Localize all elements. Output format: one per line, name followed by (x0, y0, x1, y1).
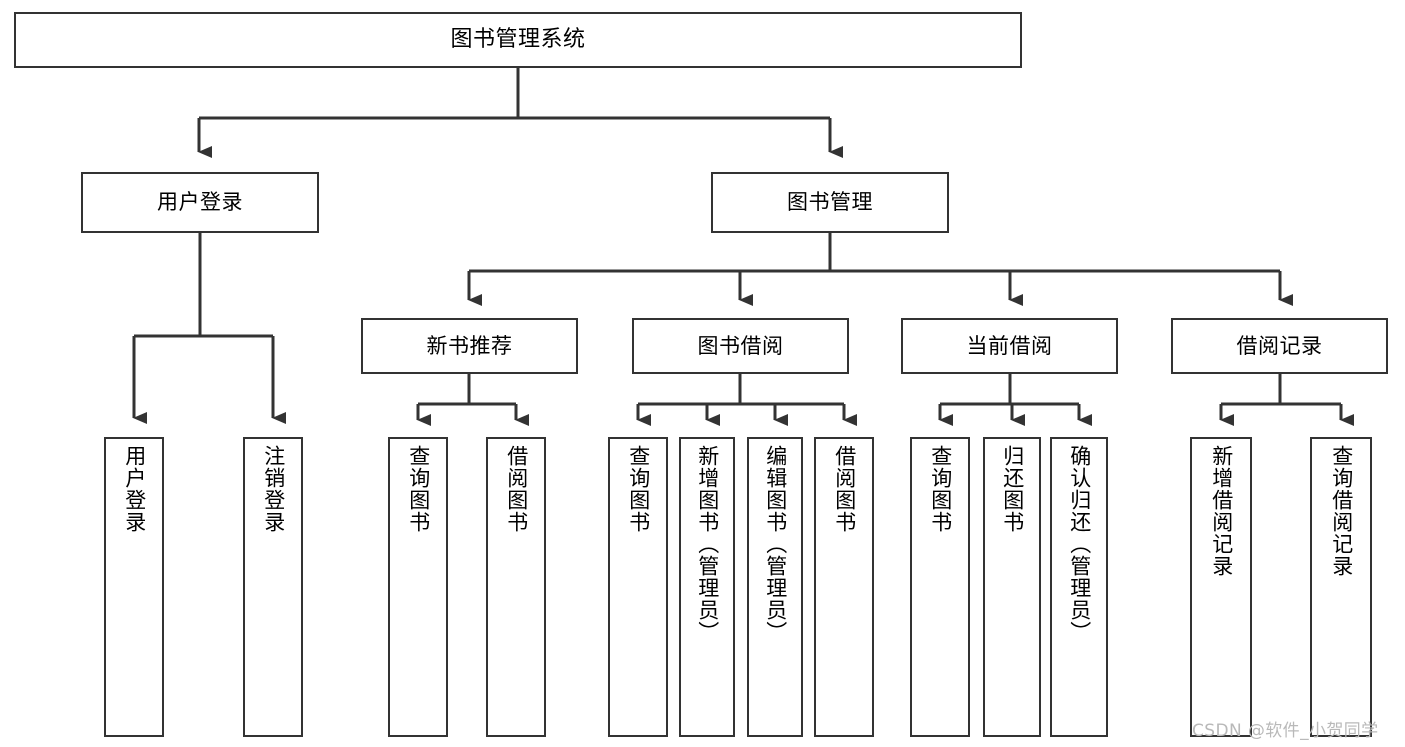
node-leaf-query-book-2-label: 查询图书 (626, 445, 651, 533)
node-leaf-confirm-return[interactable]: 确认归还（管理员） (1050, 437, 1108, 737)
node-leaf-add-record[interactable]: 新增借阅记录 (1190, 437, 1252, 737)
node-leaf-user-login-label: 用户登录 (122, 445, 147, 533)
watermark: CSDN @软件_小贺同学 (1192, 721, 1379, 741)
node-leaf-edit-book-label: 编辑图书（管理员） (763, 445, 788, 643)
node-borrow-record[interactable]: 借阅记录 (1171, 318, 1388, 374)
node-root-label: 图书管理系统 (450, 27, 586, 53)
node-leaf-query-book-3[interactable]: 查询图书 (910, 437, 970, 737)
node-borrow-record-label: 借阅记录 (1236, 333, 1323, 358)
node-current-borrow[interactable]: 当前借阅 (901, 318, 1118, 374)
node-leaf-return-book[interactable]: 归还图书 (983, 437, 1041, 737)
node-leaf-add-book-label: 新增图书（管理员） (695, 445, 720, 643)
node-root[interactable]: 图书管理系统 (14, 12, 1022, 68)
node-leaf-borrow-book-1[interactable]: 借阅图书 (486, 437, 546, 737)
node-leaf-add-record-label: 新增借阅记录 (1209, 445, 1234, 577)
node-book-manage-label: 图书管理 (787, 190, 873, 215)
node-leaf-borrow-book-1-label: 借阅图书 (504, 445, 529, 533)
node-leaf-query-book-1[interactable]: 查询图书 (388, 437, 448, 737)
node-book-borrow[interactable]: 图书借阅 (632, 318, 849, 374)
node-new-book-rec-label: 新书推荐 (426, 333, 513, 358)
node-current-borrow-label: 当前借阅 (966, 333, 1053, 358)
node-leaf-query-book-2[interactable]: 查询图书 (608, 437, 668, 737)
node-leaf-edit-book[interactable]: 编辑图书（管理员） (747, 437, 803, 737)
node-leaf-borrow-book-2-label: 借阅图书 (832, 445, 857, 533)
node-user-login[interactable]: 用户登录 (81, 172, 319, 233)
node-leaf-borrow-book-2[interactable]: 借阅图书 (814, 437, 874, 737)
node-leaf-query-record[interactable]: 查询借阅记录 (1310, 437, 1372, 737)
node-leaf-confirm-return-label: 确认归还（管理员） (1067, 445, 1092, 643)
node-leaf-logout[interactable]: 注销登录 (243, 437, 303, 737)
node-leaf-user-login[interactable]: 用户登录 (104, 437, 164, 737)
node-book-borrow-label: 图书借阅 (697, 333, 784, 358)
node-user-login-label: 用户登录 (157, 190, 243, 215)
node-leaf-add-book[interactable]: 新增图书（管理员） (679, 437, 735, 737)
node-book-manage[interactable]: 图书管理 (711, 172, 949, 233)
node-leaf-query-book-3-label: 查询图书 (928, 445, 953, 533)
node-leaf-query-book-1-label: 查询图书 (406, 445, 431, 533)
node-leaf-logout-label: 注销登录 (261, 445, 286, 533)
node-leaf-query-record-label: 查询借阅记录 (1329, 445, 1354, 577)
node-new-book-rec[interactable]: 新书推荐 (361, 318, 578, 374)
node-leaf-return-book-label: 归还图书 (1000, 445, 1025, 533)
